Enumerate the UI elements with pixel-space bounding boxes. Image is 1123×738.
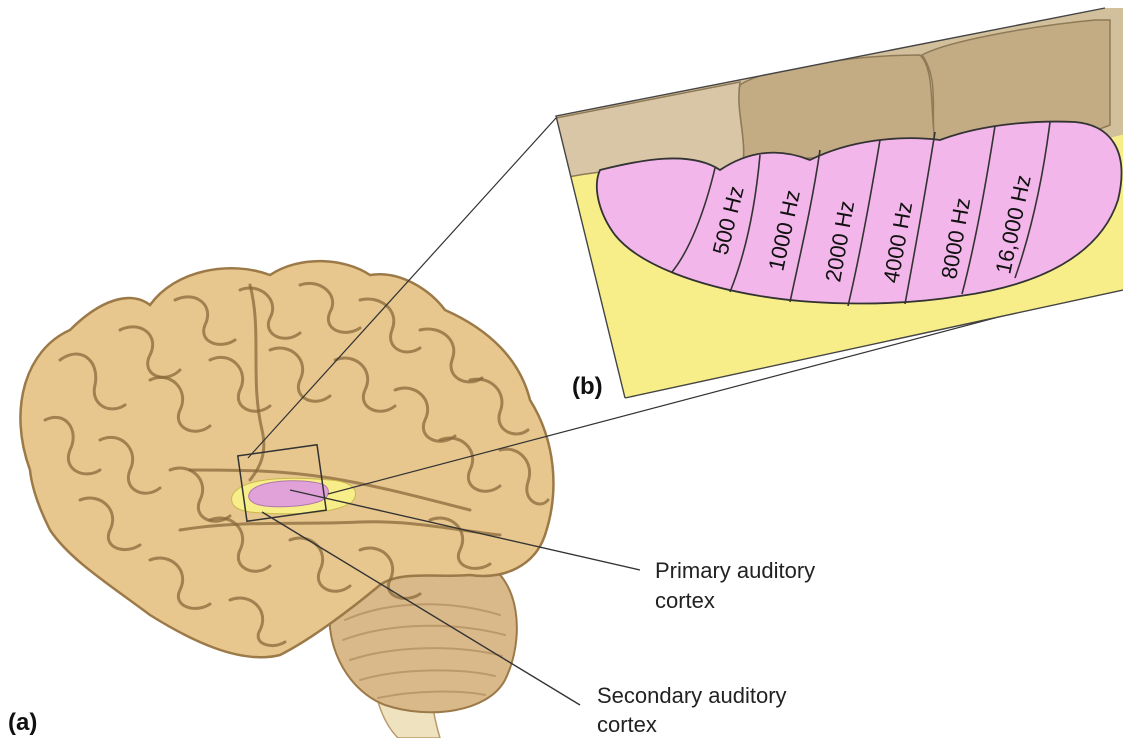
panel-label-b: (b) (572, 373, 603, 400)
secondary-label-line-1: Secondary auditory (597, 683, 787, 708)
brain-illustration (20, 261, 553, 738)
secondary-auditory-label: Secondary auditory cortex (597, 683, 787, 737)
primary-label-line-2: cortex (655, 588, 715, 613)
primary-auditory-area (249, 481, 329, 507)
secondary-label-line-2: cortex (597, 712, 657, 737)
enlarged-view-panel: 500 Hz 1000 Hz 2000 Hz 4000 Hz 8000 Hz 1… (540, 0, 1123, 420)
primary-auditory-label: Primary auditory cortex (655, 558, 815, 613)
primary-label-line-1: Primary auditory (655, 558, 815, 583)
panel-label-a: (a) (8, 709, 37, 736)
